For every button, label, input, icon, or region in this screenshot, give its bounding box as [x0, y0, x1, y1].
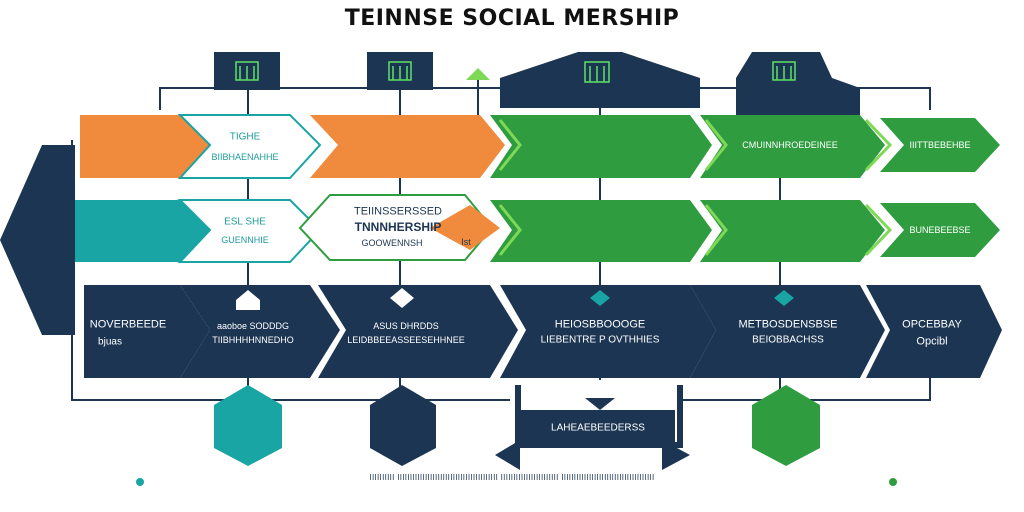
label-navy-col3-2: LIEBENTRE P OVTHHIES: [540, 334, 660, 346]
label-bottom-center: LAHEAEBEEDERSS: [551, 422, 645, 434]
footer-dot-left: [136, 478, 144, 486]
label-center-hex-1: TEIINSSERSSED: [353, 205, 443, 218]
row-1-shapes: [80, 114, 1000, 179]
label-left-navy-2: bjuas: [98, 336, 122, 348]
row-3-shapes: [84, 285, 1002, 378]
label-navy-col1-2: TIIBHHHHNNEDHO: [212, 334, 294, 345]
label-center-side: Ist: [461, 236, 471, 247]
label-navy-col2-2: LEIDBBEEASSEESEHHNEE: [347, 334, 465, 345]
label-navy-col5-1: OPCEBBAY: [902, 318, 962, 331]
label-center-hex-2: TNNNHERSHIP: [354, 220, 442, 235]
label-teal-box2-lower: GUENNHIE: [221, 234, 269, 245]
label-navy-col3-1: HEIOSBBOOOGE: [554, 318, 646, 331]
label-green-mid-1: CMUINNHROEDEINEE: [742, 139, 838, 150]
row-2-shapes: [72, 194, 1000, 263]
left-hexagon: [0, 145, 75, 335]
label-green-right-2: BUNEBEEBSE: [909, 224, 971, 235]
top-building-icons: [214, 52, 860, 115]
footer-text: IIIIIIIIII IIIIIIIIIIIIIIIIIIIIIIIIIIIII…: [369, 473, 655, 482]
label-navy-col1-1: aaoboe SODDDG: [216, 320, 290, 331]
label-center-hex-3: GOOWENNSH: [361, 237, 423, 248]
label-navy-col4-2: BEIOBBACHSS: [752, 334, 824, 346]
bottom-shapes: [214, 380, 820, 470]
label-teal-box-upper: TIGHE: [229, 131, 261, 143]
label-navy-col2-1: ASUS DHRDDS: [373, 320, 439, 331]
page-title: TEINNSE SOCIAL MERSHIP: [344, 6, 680, 31]
label-left-navy-1: NOVERBEEDE: [89, 318, 167, 331]
label-navy-col5-2: Opcibl: [916, 335, 948, 348]
footer-dot-right: [889, 478, 897, 486]
label-green-right-1: IIITTBEBEHBE: [909, 139, 971, 150]
label-teal-box-lower: BIIBHAENAHHE: [211, 151, 279, 162]
label-navy-col4-1: METBOSDENSBSE: [738, 318, 838, 331]
label-teal-box2-upper: ESL SHE: [224, 216, 266, 228]
